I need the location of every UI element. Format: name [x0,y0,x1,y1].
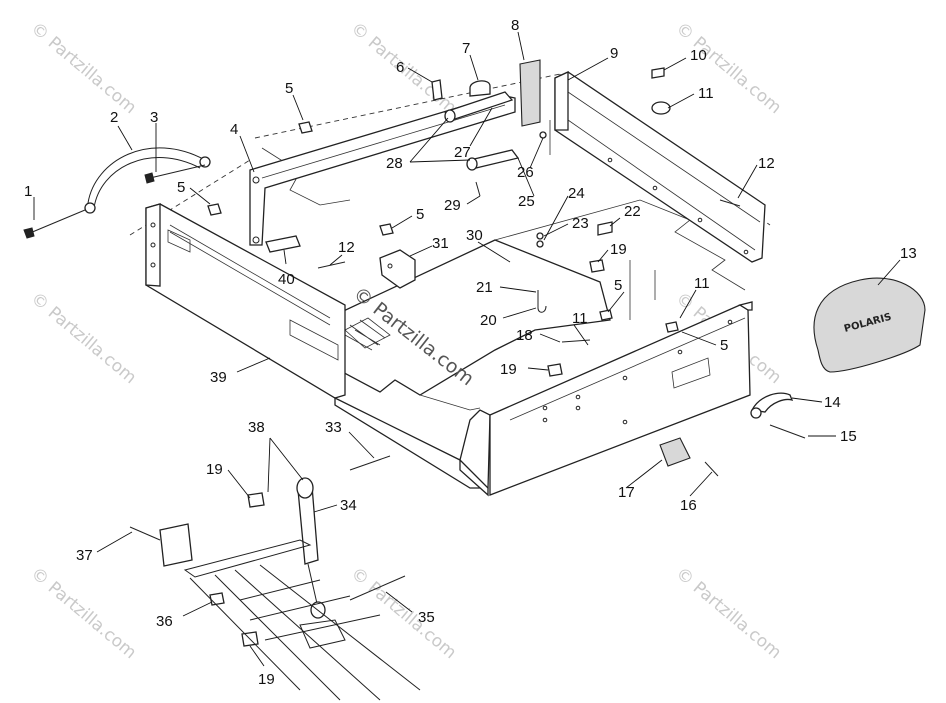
callout-15: 15 [840,428,857,445]
shock-and-frame [159,477,421,701]
callout-8: 8 [511,17,519,34]
callout-29: 29 [444,197,461,214]
callout-7: 7 [462,40,470,57]
callout-5: 5 [177,179,185,196]
callout-13: 13 [900,245,917,262]
watermark: © Partzilla.com [27,289,140,389]
watermark: © Partzilla.com [27,19,140,119]
latch-bracket [379,249,416,289]
callout-12: 12 [338,239,355,256]
leader-lines [33,31,901,667]
callout-22: 22 [624,203,641,220]
callout-14: 14 [824,394,841,411]
callout-27: 27 [454,144,471,161]
callout-21: 21 [476,279,493,296]
callout-5: 5 [720,337,728,354]
callout-26: 26 [517,164,534,181]
callout-6: 6 [396,59,404,76]
callout-25: 25 [518,193,535,210]
rear-panel [489,301,753,496]
box-bottom-rail [334,396,491,497]
callout-1: 1 [24,183,32,200]
callout-19: 19 [206,461,223,478]
callout-5: 5 [416,206,424,223]
callout-5: 5 [285,80,293,97]
cargo-box-floor [319,239,611,411]
watermark: © Partzilla.com [672,19,785,119]
watermark: © Partzilla.com [672,564,785,664]
callout-35: 35 [418,609,435,626]
callout-19: 19 [610,241,627,258]
callout-12: 12 [758,155,775,172]
callout-23: 23 [572,215,589,232]
front-panel [554,70,766,263]
callout-39: 39 [210,369,227,386]
callout-24: 24 [568,185,585,202]
callout-4: 4 [230,121,238,138]
watermark: © Partzilla.com [347,564,460,664]
callout-31: 31 [432,235,449,252]
strike-plate [659,437,691,467]
callout-9: 9 [610,45,618,62]
callout-19: 19 [500,361,517,378]
callout-33: 33 [325,419,342,436]
callout-38: 38 [248,419,265,436]
callout-2: 2 [110,109,118,126]
callout-17: 17 [618,484,635,501]
callout-18: 18 [516,327,533,344]
callout-5: 5 [614,277,622,294]
side-rail [249,94,516,246]
callout-19: 19 [258,671,275,688]
fender-guard [84,147,211,214]
callout-11: 11 [694,275,710,292]
callout-20: 20 [480,312,497,329]
callout-40: 40 [278,271,295,288]
callout-37: 37 [76,547,93,564]
front-cover: POLARIS [813,277,926,373]
fasteners [23,67,806,647]
callout-11: 11 [572,310,588,327]
left-side-panel [145,203,346,399]
callout-16: 16 [680,497,697,514]
callout-36: 36 [156,613,173,630]
callout-28: 28 [386,155,403,172]
callout-34: 34 [340,497,357,514]
callout-3: 3 [150,109,158,126]
tail-handle [750,392,794,419]
watermark: © Partzilla.com [27,564,140,664]
callout-10: 10 [690,47,707,64]
callout-labels: 1 2 3 4 5 5 5 5 5 6 7 8 9 10 11 11 11 12… [24,17,917,688]
callout-11: 11 [698,85,714,102]
callout-30: 30 [466,227,483,244]
small-plates [265,59,613,253]
